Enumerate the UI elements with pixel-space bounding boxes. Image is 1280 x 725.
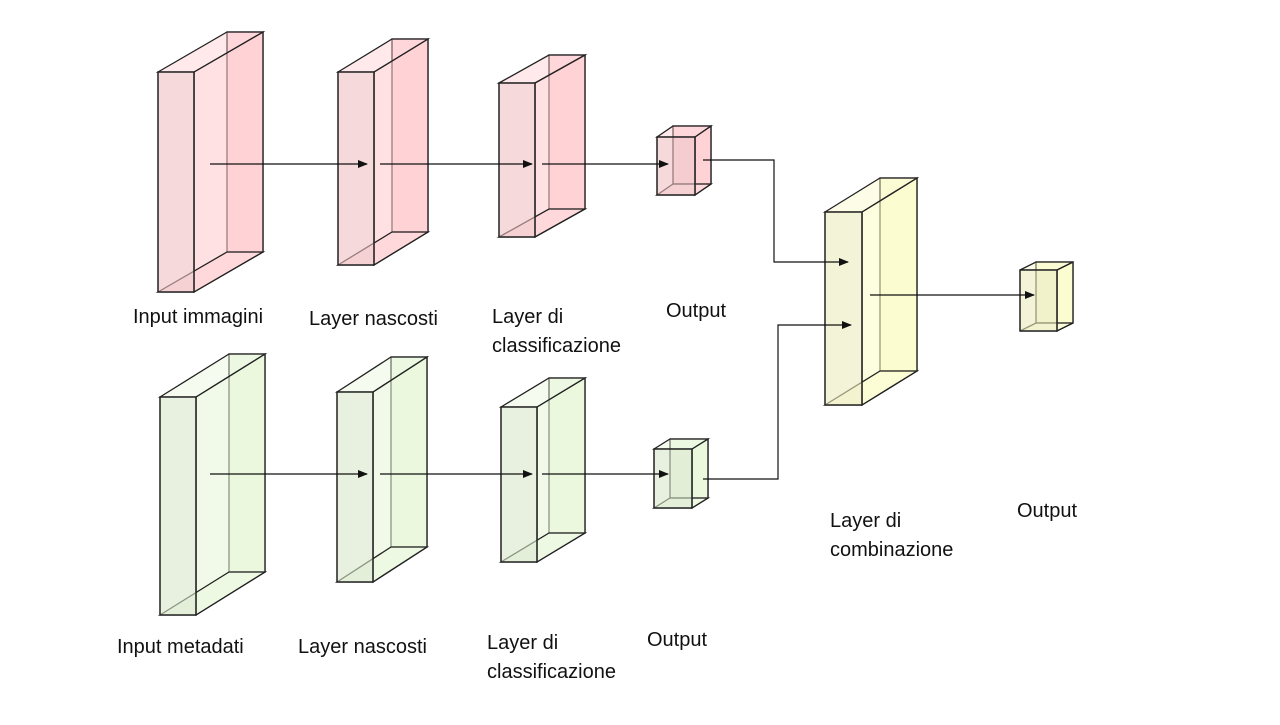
label-hidden-layers-bottom: Layer nascosti [298,636,427,658]
arrow-output-bottom-to-combination [703,321,852,480]
label-output-bottom: Output [647,629,708,651]
cuboid-output-top [654,124,714,197]
label-input-metadata: Input metadati [117,636,244,658]
cuboid-output-bottom [651,437,711,510]
label-classification-layer-top: Layer di classificazione [492,306,621,357]
cuboid-input-images [155,30,266,294]
label-output-final: Output [1017,500,1078,522]
cuboid-output-final [1019,260,1074,333]
label-combination-layer: Layer di combinazione [830,510,954,561]
cuboid-hidden-bottom [334,355,430,584]
label-output-top: Output [666,300,727,322]
label-classification-layer-bottom: Layer di classificazione [487,632,616,683]
cuboid-classification-top [496,53,588,239]
label-input-images: Input immagini [133,306,264,328]
label-hidden-layers-top: Layer nascosti [309,308,438,330]
cuboid-hidden-top [335,37,431,267]
cuboid-classification-bottom [498,376,588,564]
arrow-output-top-to-combination [703,159,849,266]
cuboid-combination [822,176,920,407]
cuboid-input-metadata [157,352,268,617]
